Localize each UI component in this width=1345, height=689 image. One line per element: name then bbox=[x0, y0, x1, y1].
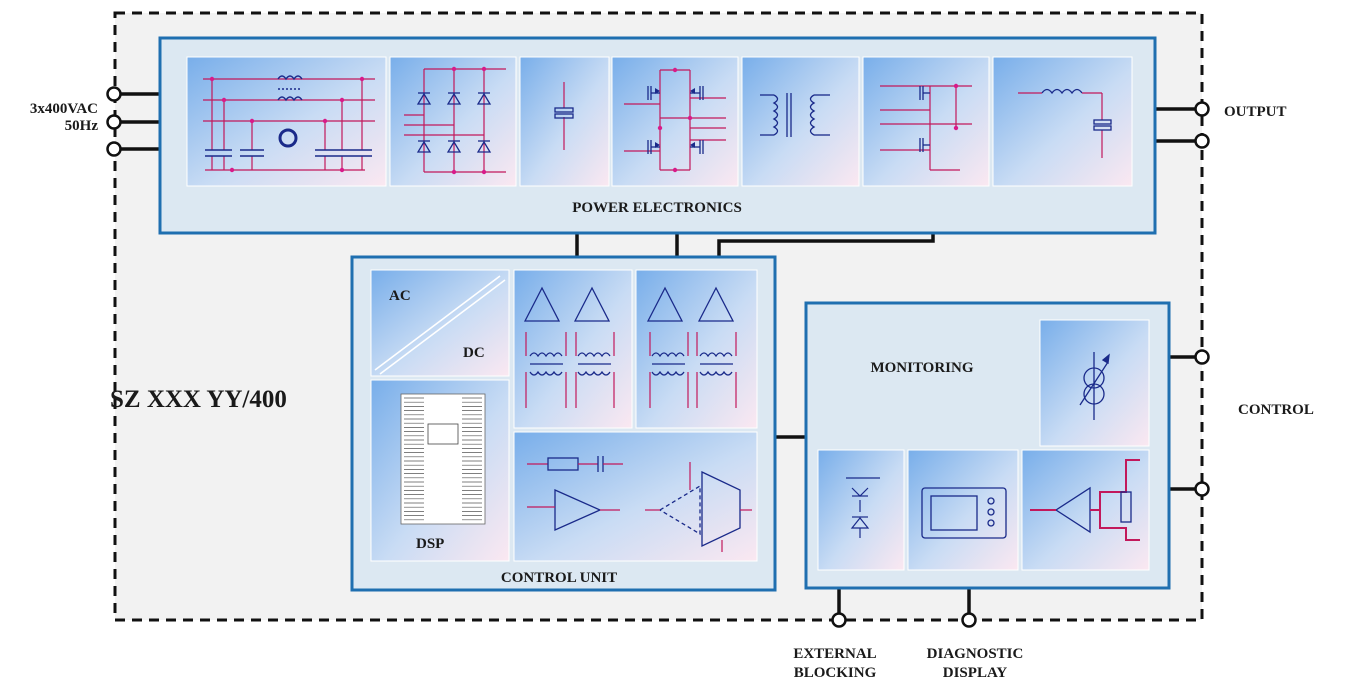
bus-wires bbox=[575, 233, 935, 439]
rectifier-nodes bbox=[451, 66, 487, 175]
output-rectifier-nodes bbox=[953, 83, 959, 131]
diagnostic-display-label: DIAGNOSTIC DISPLAY bbox=[910, 645, 1040, 683]
control-terminal-2 bbox=[1194, 481, 1210, 497]
external-blocking-label: EXTERNAL BLOCKING bbox=[775, 645, 895, 683]
power-electronics-title: POWER ELECTRONICS bbox=[572, 200, 742, 216]
dsp-chip-pinout bbox=[400, 393, 486, 525]
diagnostic-display-line1: DIAGNOSTIC bbox=[926, 646, 1024, 662]
gate-drive-leads bbox=[525, 332, 737, 408]
tile-optocoupler bbox=[817, 449, 905, 571]
tile-full-bridge bbox=[611, 56, 739, 187]
output-terminal-minus bbox=[1194, 133, 1210, 149]
ac-dc-converter-symbol bbox=[374, 275, 506, 375]
tile-analog-frontend bbox=[513, 431, 758, 562]
device-name: SZ XXX YY/400 bbox=[110, 386, 287, 413]
output-rectifier-switches bbox=[919, 86, 930, 152]
rectifier-diodes bbox=[416, 92, 492, 153]
output-label: OUTPUT bbox=[1224, 104, 1287, 120]
tile-display bbox=[907, 449, 1019, 571]
control-terminals bbox=[1169, 349, 1210, 497]
input-frequency-label: 50Hz bbox=[64, 118, 98, 134]
control-unit-title: CONTROL UNIT bbox=[501, 570, 617, 586]
tile-transformer bbox=[741, 56, 860, 187]
external-blocking-terminal bbox=[831, 612, 847, 628]
full-bridge-body-diodes bbox=[655, 88, 695, 148]
tile-gate-drive-1 bbox=[513, 269, 633, 429]
diagnostic-display-line2: DISPLAY bbox=[942, 665, 1008, 681]
diagnostic-display-terminal bbox=[961, 612, 977, 628]
input-terminals bbox=[106, 86, 160, 157]
emi-filter-components bbox=[205, 75, 372, 157]
external-blocking-line1: EXTERNAL bbox=[793, 646, 877, 662]
external-blocking-line2: BLOCKING bbox=[793, 665, 877, 681]
current-sensor-symbol bbox=[1079, 352, 1110, 420]
optocoupler-symbol bbox=[846, 477, 880, 538]
input-label: 3x400VAC 50Hz bbox=[6, 101, 98, 135]
emi-filter-schematic bbox=[203, 78, 375, 171]
tile-output-filter bbox=[992, 56, 1133, 187]
full-bridge-switches bbox=[647, 86, 704, 154]
gate-drive-symbols bbox=[523, 286, 735, 376]
input-terminal-l2 bbox=[106, 114, 122, 130]
tile-dc-link-capacitor bbox=[519, 56, 610, 187]
input-voltage-label: 3x400VAC bbox=[29, 101, 98, 117]
control-unit-dc-label: DC bbox=[463, 345, 485, 361]
monitoring-tiles bbox=[817, 319, 1150, 571]
control-unit-ac-label: AC bbox=[389, 288, 411, 304]
emi-filter-nodes bbox=[209, 76, 365, 173]
output-terminals bbox=[1155, 101, 1210, 149]
tile-output-rectifier bbox=[862, 56, 990, 187]
bottom-terminals bbox=[831, 588, 977, 628]
output-filter-schematic bbox=[1018, 88, 1112, 158]
amplifier-symbol bbox=[1030, 459, 1140, 541]
transformer-symbol bbox=[760, 93, 830, 137]
power-electronics-tiles bbox=[186, 56, 1133, 187]
dc-link-capacitor-symbol bbox=[554, 82, 574, 150]
tile-ac-dc bbox=[370, 269, 510, 377]
control-unit-dsp-label: DSP bbox=[416, 536, 444, 552]
control-label: CONTROL bbox=[1238, 402, 1314, 418]
monitoring-title: MONITORING bbox=[870, 360, 973, 376]
display-symbol bbox=[921, 487, 1007, 539]
input-terminal-l3 bbox=[106, 141, 122, 157]
input-terminal-l1 bbox=[106, 86, 122, 102]
control-terminal-1 bbox=[1194, 349, 1210, 365]
analog-frontend-schematic bbox=[527, 456, 752, 552]
tile-rectifier bbox=[389, 56, 517, 187]
output-terminal-plus bbox=[1194, 101, 1210, 117]
full-bridge-nodes bbox=[657, 67, 693, 173]
